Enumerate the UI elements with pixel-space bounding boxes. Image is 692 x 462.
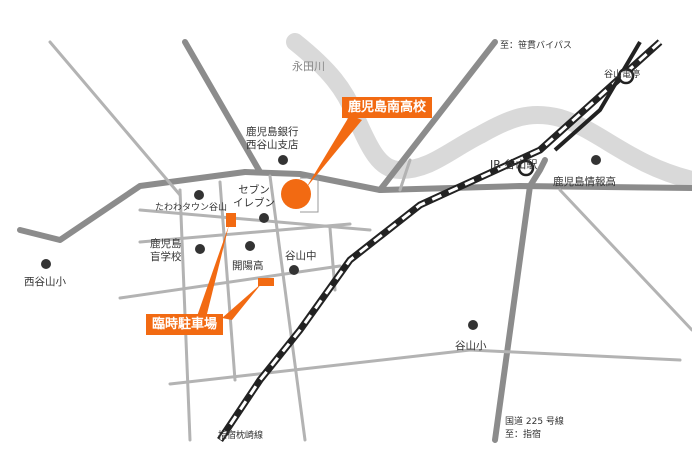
kaiyo-label: 開陽高: [232, 260, 264, 272]
route225-label-line1: 国道 225 号線: [505, 417, 564, 427]
road-north-diagonal: [182, 39, 263, 175]
road-minor-8: [268, 174, 307, 442]
taniyama-jhs-label: 谷山中: [285, 250, 317, 262]
road-minor-1: [48, 40, 182, 197]
bank-label-line2: 西谷山支店: [246, 139, 299, 151]
tawawa-dot: [194, 190, 204, 200]
jouhou-label: 鹿児島情報高: [553, 176, 616, 188]
parking-leader-2: [222, 283, 262, 320]
bank-dot: [278, 155, 288, 165]
road-minor-10: [558, 188, 692, 332]
road-main-west: [17, 169, 248, 243]
road-minor-7: [218, 180, 237, 382]
blind-school-label: 鹿児島 盲学校: [150, 238, 182, 264]
blind-school-label-line1: 鹿児島: [150, 238, 182, 250]
seven-dot: [259, 213, 269, 223]
school-marker: [281, 179, 311, 209]
poi-dots: [41, 155, 601, 330]
parking-lot-2: [258, 278, 274, 286]
blind-school-label-line2: 盲学校: [150, 251, 182, 263]
seven-label-line2: イレブン: [233, 197, 275, 209]
parking-lot-1: [226, 213, 236, 227]
taniyama-es-dot: [468, 320, 478, 330]
nishitaniyama-es-label: 西谷山小: [24, 276, 66, 288]
ibusuki-line-label: 指宿枕崎線: [218, 431, 264, 441]
tawawa-label: たわわタウン谷山: [155, 203, 228, 213]
road-minor-4: [118, 264, 342, 300]
bypass-label: 至：笹貫バイパス: [500, 41, 572, 51]
taniyama-jhs-dot: [289, 265, 299, 275]
school-leader: [306, 115, 362, 188]
major-roads: [17, 39, 692, 443]
route225-label-line2: 至：指宿: [505, 430, 542, 440]
road-bypass: [377, 39, 498, 193]
road-minor-5: [168, 348, 682, 386]
seven-label: セブン イレブン: [233, 184, 275, 210]
road-minor-3: [138, 222, 352, 244]
kaiyo-dot: [245, 241, 255, 251]
route225-label: 国道 225 号線 至：指宿: [505, 416, 564, 442]
jouhou-dot: [591, 155, 601, 165]
seven-label-line1: セブン: [238, 184, 270, 196]
jr-station-marker: [517, 159, 535, 177]
taniyama-es-label: 谷山小: [455, 340, 487, 352]
parking-callout: 臨時駐車場: [146, 314, 224, 335]
parking-leader-1: [195, 225, 229, 322]
nishitaniyama-es-dot: [41, 259, 51, 269]
tram-stop-label: 谷山電停: [604, 70, 641, 80]
jr-railway: [217, 39, 663, 442]
school-grounds: [300, 177, 319, 213]
road-route225-south: [492, 183, 533, 443]
jr-station-label: JR 谷山駅: [490, 158, 538, 171]
blind-school-dot: [195, 244, 205, 254]
tram-stop-marker: [617, 67, 635, 85]
tram-line: [553, 40, 642, 152]
road-route225: [527, 157, 548, 189]
school-callout: 鹿児島南高校: [342, 97, 433, 118]
road-minor-9: [398, 158, 412, 192]
river-label: 永田川: [292, 60, 325, 73]
bank-label-line1: 鹿児島銀行: [246, 126, 299, 138]
bank-label: 鹿児島銀行 西谷山支店: [246, 126, 299, 152]
